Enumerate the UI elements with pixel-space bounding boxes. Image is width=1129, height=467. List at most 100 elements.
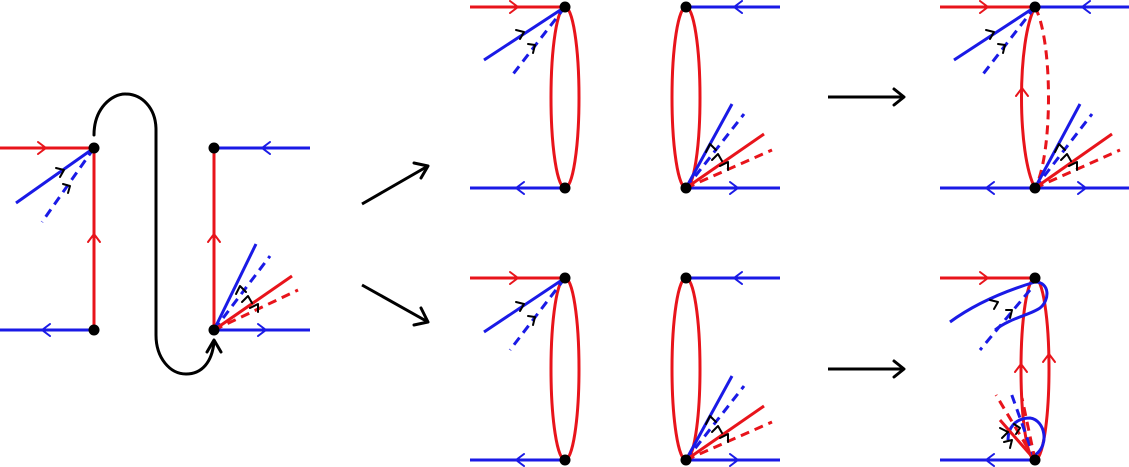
vertex bbox=[1029, 182, 1041, 194]
arrow-head-icon bbox=[205, 338, 223, 354]
arrow-icon bbox=[62, 183, 71, 194]
arrow-icon bbox=[235, 285, 247, 295]
initial-diagram bbox=[0, 92, 310, 376]
arrow-right-icon bbox=[729, 453, 739, 467]
arrow-left-icon bbox=[41, 323, 51, 337]
arrow-icon bbox=[719, 161, 729, 171]
arrow-icon bbox=[705, 415, 717, 425]
vertex bbox=[1029, 454, 1041, 466]
arrow-up-icon bbox=[87, 233, 101, 243]
red-dashed-line bbox=[213, 288, 299, 332]
arrow-right-icon bbox=[509, 0, 519, 14]
blue-dashed-line bbox=[1008, 389, 1037, 461]
blue-line bbox=[15, 146, 95, 205]
blue-line bbox=[483, 5, 566, 62]
arrow-up-icon bbox=[1015, 87, 1029, 97]
split-up-arrow bbox=[361, 164, 429, 206]
arrow-icon bbox=[1054, 143, 1066, 153]
arrow-right-icon bbox=[979, 271, 989, 285]
vertex bbox=[559, 1, 571, 13]
arrow-right-icon bbox=[729, 181, 739, 195]
vertex bbox=[559, 272, 571, 284]
blue-curve bbox=[949, 280, 1049, 332]
arrow-left-icon bbox=[985, 453, 995, 467]
blue-line bbox=[953, 5, 1036, 62]
bottom-middle-loop bbox=[670, 271, 780, 467]
top-merge-arrow bbox=[828, 87, 906, 107]
blue-dashed-line bbox=[684, 113, 746, 189]
blue-dashed-line bbox=[684, 385, 746, 461]
bottom-right-loop bbox=[940, 271, 1056, 467]
vertex bbox=[680, 454, 692, 466]
top-right-loop bbox=[940, 0, 1129, 195]
blue-dashed-line bbox=[1033, 113, 1094, 189]
arrow-left-icon bbox=[985, 181, 995, 195]
arrow-icon bbox=[515, 301, 525, 312]
arrow-icon bbox=[719, 433, 729, 443]
arrow-up-icon bbox=[1042, 353, 1056, 363]
vertex bbox=[680, 272, 692, 284]
blue-dashed-line bbox=[978, 6, 1037, 79]
arrow-icon bbox=[1068, 161, 1078, 171]
arrow-head-icon bbox=[412, 306, 430, 327]
arrow-icon bbox=[527, 315, 536, 326]
arrow-head-icon bbox=[892, 359, 906, 379]
arrow-icon bbox=[1060, 153, 1072, 162]
arrow-up-icon bbox=[1014, 363, 1028, 373]
arrow-left-icon bbox=[261, 141, 271, 155]
red-loop bbox=[670, 5, 702, 190]
arrow-up-icon bbox=[207, 233, 221, 243]
red-loop bbox=[670, 276, 702, 462]
vertex bbox=[88, 142, 100, 154]
red-line bbox=[685, 404, 765, 462]
arrow-icon bbox=[527, 43, 536, 54]
connector-curve bbox=[92, 92, 216, 376]
split-down-arrow bbox=[361, 283, 429, 324]
arrow-icon bbox=[711, 425, 723, 434]
red-dashed-line bbox=[1020, 397, 1037, 461]
arrow-left-icon bbox=[515, 453, 525, 467]
arrow-icon bbox=[705, 143, 717, 153]
vertex bbox=[88, 324, 100, 336]
vertex bbox=[208, 324, 220, 336]
arrow-icon bbox=[989, 299, 999, 310]
arrow-left-icon bbox=[733, 271, 743, 285]
arrow-head-icon bbox=[892, 87, 906, 107]
blue-line bbox=[212, 243, 258, 331]
arrow-icon bbox=[249, 303, 259, 313]
red-loop bbox=[549, 5, 581, 190]
arrow-icon bbox=[515, 29, 525, 40]
arrow-head-icon bbox=[412, 161, 430, 180]
red-line bbox=[1034, 132, 1113, 190]
red-line bbox=[685, 132, 765, 190]
arrow-right-icon bbox=[1077, 181, 1087, 195]
red-loop bbox=[549, 276, 581, 462]
vertex bbox=[680, 1, 692, 13]
bottom-left-loop bbox=[470, 271, 581, 467]
blue-dashed-line bbox=[978, 289, 1032, 351]
split-arrows bbox=[361, 161, 430, 327]
vertex bbox=[680, 182, 692, 194]
arrow-left-icon bbox=[733, 0, 743, 14]
arrow-icon bbox=[1005, 309, 1013, 319]
vertex bbox=[1029, 272, 1041, 284]
red-line bbox=[998, 419, 1037, 461]
red-dashed-line bbox=[994, 394, 1037, 461]
arrow-icon bbox=[711, 153, 723, 162]
arrow-icon bbox=[1013, 423, 1021, 435]
vertex bbox=[559, 182, 571, 194]
blue-dashed-line bbox=[508, 277, 567, 351]
vertex bbox=[208, 142, 220, 154]
blue-dashed-line bbox=[212, 255, 272, 331]
arrow-left-icon bbox=[1081, 0, 1091, 14]
arrow-icon bbox=[1003, 439, 1013, 449]
arrow-right-icon bbox=[979, 0, 989, 14]
arrow-right-icon bbox=[509, 271, 519, 285]
arrow-icon bbox=[241, 295, 253, 304]
red-loop bbox=[1020, 6, 1037, 189]
arrow-icon bbox=[997, 43, 1006, 54]
red-dashed-loop bbox=[1033, 6, 1050, 189]
bottom-merge-arrow bbox=[828, 359, 906, 379]
arrow-icon bbox=[999, 427, 1009, 439]
